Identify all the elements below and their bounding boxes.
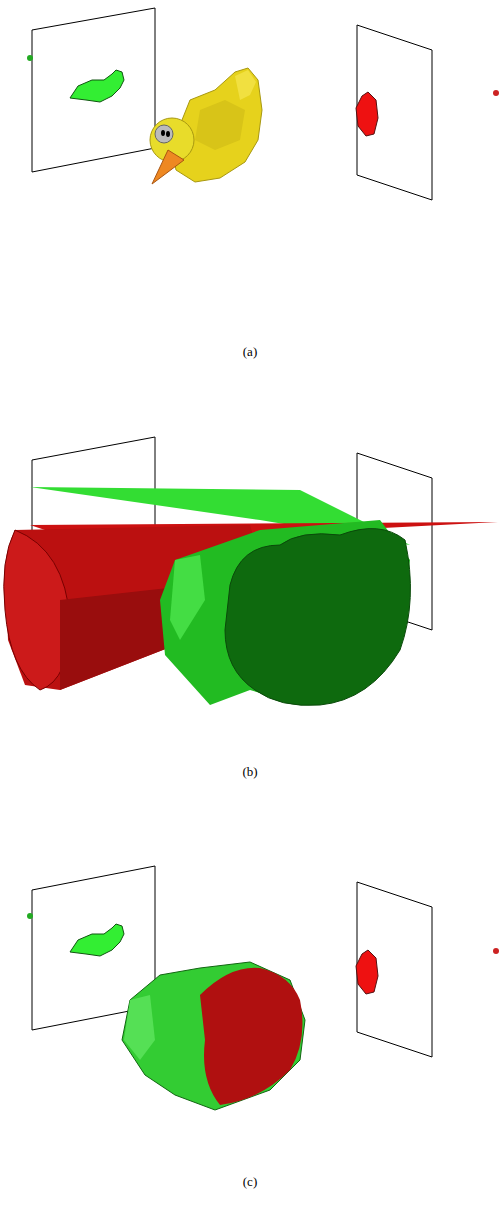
panel-label: (b) bbox=[242, 764, 257, 780]
panel-a-figure bbox=[27, 8, 499, 200]
panel-label: (a) bbox=[243, 344, 257, 360]
panel-c-figure bbox=[27, 866, 499, 1110]
panel-label: (c) bbox=[243, 1174, 257, 1190]
panel-b-figure bbox=[4, 437, 498, 705]
